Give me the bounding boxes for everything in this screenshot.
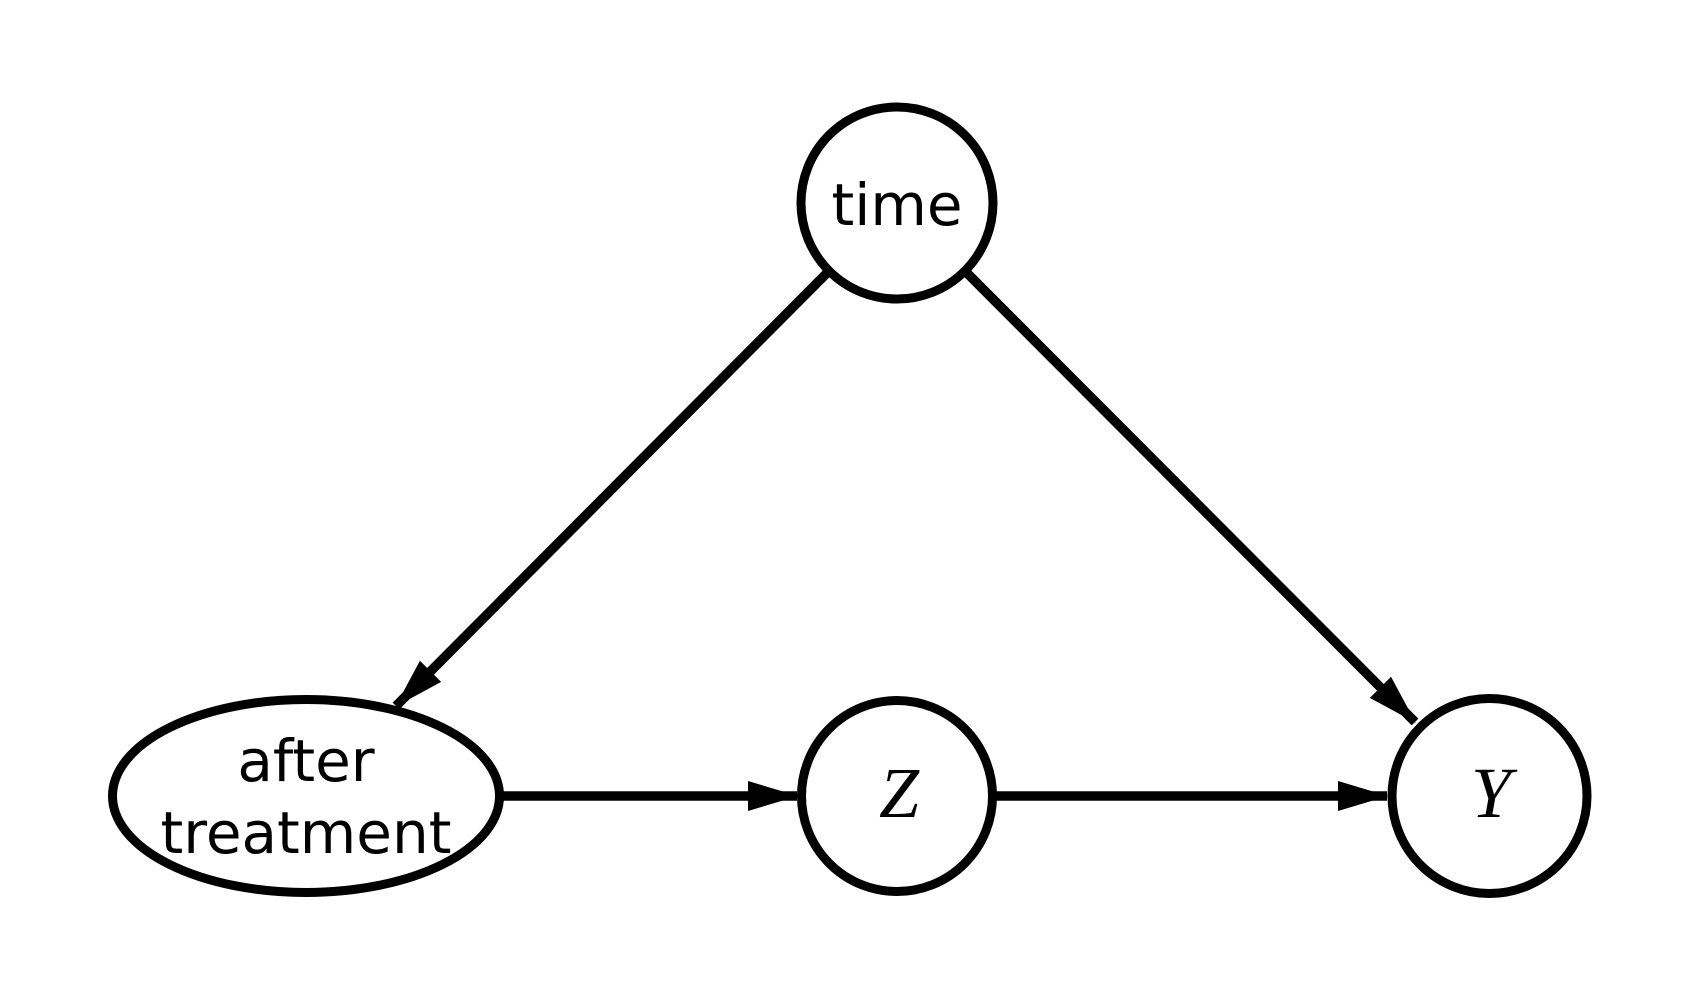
- node-y-label: Y: [1471, 753, 1518, 833]
- node-time-label: time: [831, 171, 962, 239]
- node-after-treatment-label-line1: after: [237, 727, 374, 795]
- node-z-label: Z: [879, 753, 920, 833]
- node-y-circle: [1387, 694, 1592, 898]
- edge-time-to-y: [961, 267, 1419, 726]
- node-after-treatment-label-line2: treatment: [161, 799, 452, 867]
- node-after-treatment-ellipse: [108, 695, 504, 897]
- node-time-circle: [796, 102, 998, 304]
- edge-time-to-after-treatment: [392, 267, 833, 710]
- node-z-circle: [797, 696, 997, 896]
